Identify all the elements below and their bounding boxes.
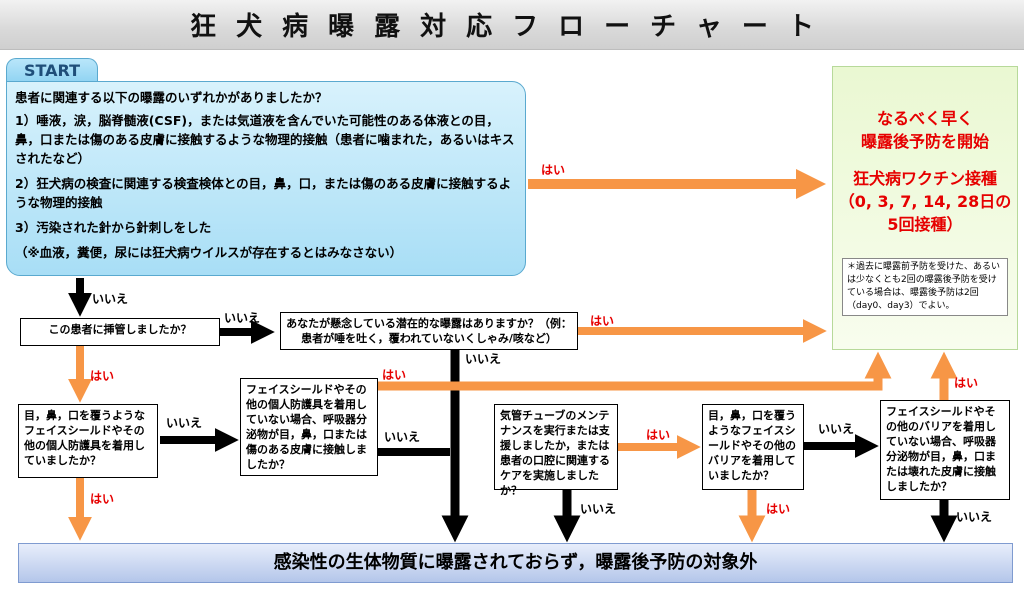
label-potential-no: いいえ <box>465 352 502 366</box>
start-item-3: 3）汚染された針から針刺しをした <box>15 220 212 235</box>
label-intubated-no: いいえ <box>224 311 261 325</box>
question-no-ppe-contact: フェイスシールドやその他の個人防護具を着用していない場合、呼吸器分泌物が目，鼻，… <box>240 378 378 476</box>
pep-line-1: なるべく早く <box>876 109 973 128</box>
label-noppe-no: いいえ <box>384 430 421 444</box>
start-note: （※血液，糞便，尿には狂犬病ウイルスが存在するとはみなさない） <box>15 245 403 260</box>
page-title: 狂犬病曝露対応フローチャート <box>190 12 834 42</box>
question-barrier: 目，鼻，口を覆うようなフェイスシールドやその他のバリアを着用していましたか？ <box>702 404 804 490</box>
pep-line-4: （0, 3, 7, 14, 28日の <box>838 192 1012 211</box>
label-potential-yes: はい <box>590 314 615 328</box>
question-tube-care: 気管チューブのメンテナンスを実行または支援しましたか，または患者の口腔に関連する… <box>494 404 618 497</box>
question-no-barrier-contact: フェイスシールドやその他のバリアを着用していない場合、呼吸器分泌物が目，鼻，口ま… <box>880 400 1010 500</box>
no-pep-outcome: 感染性の生体物質に曝露されておらず，曝露後予防の対象外 <box>18 543 1013 583</box>
pep-line-3: 狂犬病ワクチン接種 <box>852 169 997 188</box>
label-barrier-yes: はい <box>766 502 791 516</box>
label-barrier-no: いいえ <box>818 422 855 436</box>
start-question: 患者に関連する以下の曝露のいずれかがありましたか？ <box>15 90 328 105</box>
pep-line-2: 曝露後予防を開始 <box>860 132 989 151</box>
label-nobarrier-yes: はい <box>954 376 979 390</box>
start-item-1: 1）唾液，涙，脳脊髄液(CSF)，または気道液を含んでいた可能性のある体液との目… <box>15 113 515 166</box>
arrow-noppe-yes <box>378 351 892 391</box>
label-faceshield-yes: はい <box>90 492 115 506</box>
question-potential-exposure: あなたが懸念している潜在的な曝露はありますか？（例：患者が唾を吐く，覆われていな… <box>280 312 578 350</box>
start-question-box: 患者に関連する以下の曝露のいずれかがありましたか？ 1）唾液，涙，脳脊髄液(CS… <box>6 81 526 276</box>
label-start-yes: はい <box>541 163 566 177</box>
pep-line-5: 5回接種） <box>887 215 963 234</box>
label-noppe-yes: はい <box>382 368 407 382</box>
label-tubecare-no: いいえ <box>580 502 617 516</box>
label-start-no: いいえ <box>92 292 129 306</box>
label-tubecare-yes: はい <box>646 428 671 442</box>
title-bar <box>0 0 1024 50</box>
pep-note: ＊過去に曝露前予防を受けた、あるいは少なくとも2回の曝露後予防を受けている場合は… <box>842 258 1008 316</box>
label-nobarrier-no: いいえ <box>956 510 993 524</box>
start-tab: START <box>6 58 98 83</box>
question-face-shield: 目，鼻，口を覆うようなフェイスシールドやその他の個人防護具を着用していましたか？ <box>18 404 158 478</box>
label-faceshield-no: いいえ <box>166 416 203 430</box>
label-intubated-yes: はい <box>90 369 115 383</box>
start-item-2: 2）狂犬病の検査に関連する検査検体との目，鼻，口，または傷のある皮膚に接触するよ… <box>15 176 512 210</box>
question-intubated: この患者に挿管しましたか？ <box>20 318 220 346</box>
